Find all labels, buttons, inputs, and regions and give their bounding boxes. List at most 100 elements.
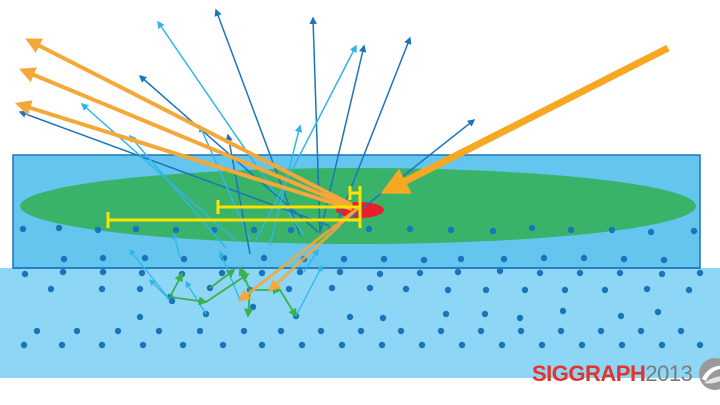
- particle: [621, 256, 627, 262]
- particle: [691, 228, 697, 234]
- particle: [100, 255, 106, 261]
- particle: [539, 342, 545, 348]
- particle: [358, 328, 364, 334]
- particle: [99, 286, 105, 292]
- particle: [250, 304, 256, 310]
- particle: [381, 256, 387, 262]
- particle: [522, 287, 528, 293]
- particle: [568, 227, 574, 233]
- particle: [697, 270, 703, 276]
- particle: [241, 328, 247, 334]
- particle: [197, 328, 203, 334]
- particle: [59, 342, 65, 348]
- particle: [339, 342, 345, 348]
- particle: [318, 328, 324, 334]
- particle: [482, 311, 488, 317]
- particle: [100, 269, 106, 275]
- particle: [648, 229, 654, 235]
- particle: [537, 270, 543, 276]
- particle: [367, 285, 373, 291]
- particle: [278, 328, 284, 334]
- particle: [499, 342, 505, 348]
- particle: [579, 342, 585, 348]
- particle: [180, 342, 186, 348]
- particle: [99, 342, 105, 348]
- particle: [678, 328, 684, 334]
- particle: [22, 271, 28, 277]
- particle: [541, 255, 547, 261]
- particle: [61, 256, 67, 262]
- particle: [419, 342, 425, 348]
- particle: [407, 226, 413, 232]
- particle: [341, 256, 347, 262]
- particle: [74, 328, 80, 334]
- particle: [115, 328, 121, 334]
- particle: [403, 286, 409, 292]
- particle: [34, 328, 40, 334]
- particle: [259, 342, 265, 348]
- particle: [686, 287, 692, 293]
- particle: [380, 315, 386, 321]
- particle: [490, 228, 496, 234]
- particle: [661, 257, 667, 263]
- particle: [529, 225, 535, 231]
- particle: [478, 328, 484, 334]
- particle: [598, 328, 604, 334]
- particle: [438, 328, 444, 334]
- particle: [173, 227, 179, 233]
- particle: [659, 271, 665, 277]
- particle: [517, 315, 523, 321]
- particle: [251, 227, 257, 233]
- particle: [609, 227, 615, 233]
- particle: [655, 309, 661, 315]
- particle: [140, 342, 146, 348]
- particle: [299, 342, 305, 348]
- particle: [445, 287, 451, 293]
- particle: [181, 256, 187, 262]
- particle: [659, 342, 665, 348]
- particle: [297, 269, 303, 275]
- siggraph-swirl-logo-icon: [698, 357, 720, 391]
- particle: [644, 286, 650, 292]
- particle: [21, 342, 27, 348]
- particle: [133, 226, 139, 232]
- particle: [56, 225, 62, 231]
- particle: [288, 227, 294, 233]
- particle: [337, 269, 343, 275]
- particle: [156, 328, 162, 334]
- particle: [417, 270, 423, 276]
- particle: [448, 227, 454, 233]
- particle: [379, 342, 385, 348]
- particle: [142, 255, 148, 261]
- brand-name: SIGGRAPH: [532, 361, 645, 387]
- particle: [398, 328, 404, 334]
- particle: [562, 287, 568, 293]
- particle: [60, 269, 66, 275]
- particle: [518, 328, 524, 334]
- particle: [137, 286, 143, 292]
- particle: [558, 328, 564, 334]
- particle: [377, 271, 383, 277]
- particle: [48, 286, 54, 292]
- particle: [443, 311, 449, 317]
- particle: [602, 287, 608, 293]
- particle: [220, 342, 226, 348]
- particle: [286, 286, 292, 292]
- particle: [139, 270, 145, 276]
- particle: [347, 314, 353, 320]
- particle: [137, 314, 143, 320]
- brand-year: 2013: [645, 361, 692, 387]
- particle: [458, 256, 464, 262]
- particle: [638, 328, 644, 334]
- particle: [619, 342, 625, 348]
- particle: [560, 308, 566, 314]
- particle: [20, 226, 26, 232]
- particle: [366, 226, 372, 232]
- particle: [421, 257, 427, 263]
- particle: [483, 287, 489, 293]
- particle: [581, 255, 587, 261]
- particle: [617, 270, 623, 276]
- particle: [261, 255, 267, 261]
